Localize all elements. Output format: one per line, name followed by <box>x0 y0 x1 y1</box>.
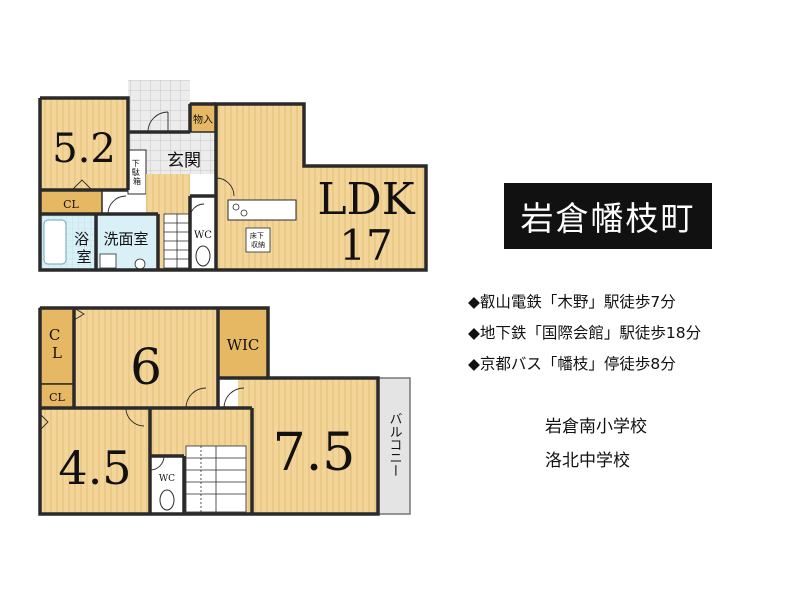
access-line-1: ◆叡山電鉄「木野」駅徒歩7分 <box>468 293 676 311</box>
room-7-5-label: 7.5 <box>273 423 356 483</box>
room-5-2-floor <box>40 98 128 190</box>
stove-burner <box>240 209 248 217</box>
shoe-box-label-1: 下 <box>132 159 140 168</box>
room-5-2-label: 5.2 <box>52 126 116 172</box>
first-floor <box>38 80 428 272</box>
closet-2f-top-label-2: L <box>52 344 62 362</box>
closet-2f-small-label: CL <box>49 391 65 404</box>
toilet-1f <box>195 245 211 267</box>
stairs-2f <box>185 445 247 513</box>
wic-floor <box>218 308 268 378</box>
closet-1f-label: CL <box>63 198 79 211</box>
wc-2f-label: WC <box>159 474 175 484</box>
underfloor-label-1: 床下 <box>250 231 264 240</box>
washing-machine <box>99 253 117 269</box>
bath-label-2: 室 <box>76 248 91 266</box>
ldk-size-label: 17 <box>339 221 392 270</box>
bath-label-1: 浴 <box>74 230 89 248</box>
washroom-label: 洗面室 <box>103 230 148 248</box>
wic-label: WIC <box>227 336 260 354</box>
school-junior-high: 洛北中学校 <box>545 451 630 471</box>
porch-area <box>128 80 190 130</box>
ldk-label: LDK <box>317 174 415 225</box>
school-elementary: 岩倉南小学校 <box>545 417 647 437</box>
walls-1f <box>38 96 428 272</box>
closet-2f-top-label: C L <box>49 326 65 362</box>
kitchen-counter <box>227 199 297 221</box>
bath-label: 浴 室 <box>74 230 94 266</box>
underfloor-label: 床下 収納 <box>250 231 266 249</box>
access-line-3: ◆京都バス「幡枝」停徒歩8分 <box>468 355 676 373</box>
walls-2f <box>38 306 380 516</box>
closet-2f-top-label-1: C <box>49 326 60 344</box>
doors-1f <box>71 111 235 219</box>
balcony-floor <box>377 377 411 515</box>
stove-burner <box>232 203 240 211</box>
room-4-5-floor <box>40 408 150 514</box>
washbasin <box>134 258 146 270</box>
underfloor-label-2: 収納 <box>251 240 265 249</box>
doors-2f <box>39 307 245 471</box>
wc-1f-label: WC <box>194 230 212 241</box>
toilet-2f <box>159 489 175 511</box>
access-line-2: ◆地下鉄「国際会館」駅徒歩18分 <box>468 324 702 342</box>
stairs-1f <box>163 213 191 269</box>
bathtub <box>43 219 67 265</box>
room-6-floor <box>74 308 218 408</box>
room-6-label: 6 <box>130 338 162 396</box>
shoe-box-label-3: 箱 <box>133 176 141 186</box>
room-4-5-label: 4.5 <box>58 441 131 495</box>
balcony-label: バルコニー <box>387 412 403 477</box>
second-floor <box>38 306 411 516</box>
room-7-5-floor <box>238 378 378 514</box>
storage-label: 物入 <box>193 113 213 126</box>
area-title: 岩倉幡枝町 <box>520 199 696 238</box>
underfloor-storage <box>245 227 271 253</box>
title-box: 岩倉幡枝町 <box>504 183 712 249</box>
entrance-label: 玄関 <box>167 151 201 171</box>
shoe-box-label: 下 駄 箱 <box>132 159 143 186</box>
shoe-box-label-2: 駄 <box>132 167 140 177</box>
